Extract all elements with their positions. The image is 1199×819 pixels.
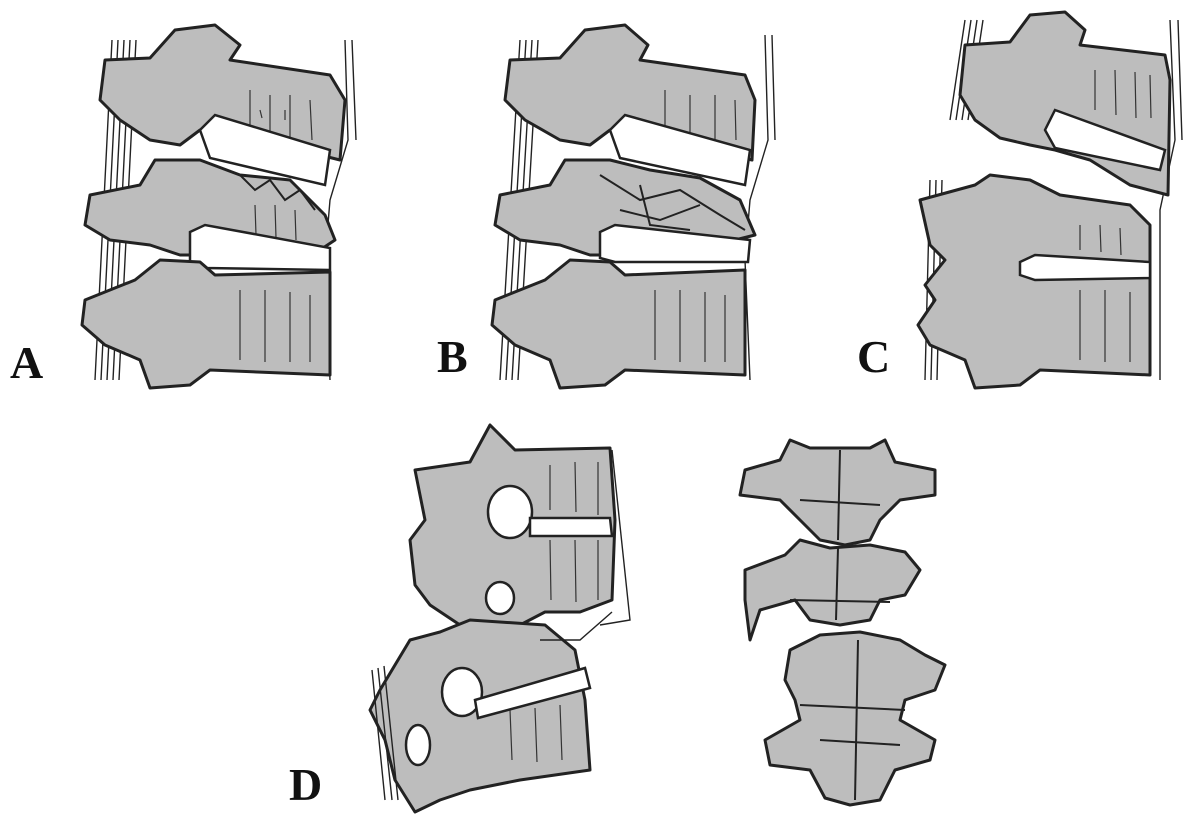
panel-d-posterior — [740, 440, 945, 805]
panel-label-a: A — [10, 337, 43, 388]
panel-b: B — [437, 25, 775, 388]
panel-b-lower-vertebra — [492, 260, 745, 388]
panel-c-lower-vertebra — [918, 175, 1150, 388]
panel-c: C — [857, 12, 1182, 388]
panel-d-posterior-middle-vertebra — [745, 540, 920, 640]
panel-c-upper-fragment — [960, 12, 1170, 195]
panel-d-upper-disc — [530, 518, 612, 536]
panel-d-posterior-upper-vertebra — [740, 440, 935, 545]
panel-label-b: B — [437, 331, 468, 382]
panel-d-lateral: D — [289, 425, 630, 812]
panel-a: A — [10, 25, 356, 388]
panel-label-d: D — [289, 759, 322, 810]
panel-d-posterior-lower-vertebra — [765, 632, 945, 805]
panel-label-c: C — [857, 331, 890, 382]
